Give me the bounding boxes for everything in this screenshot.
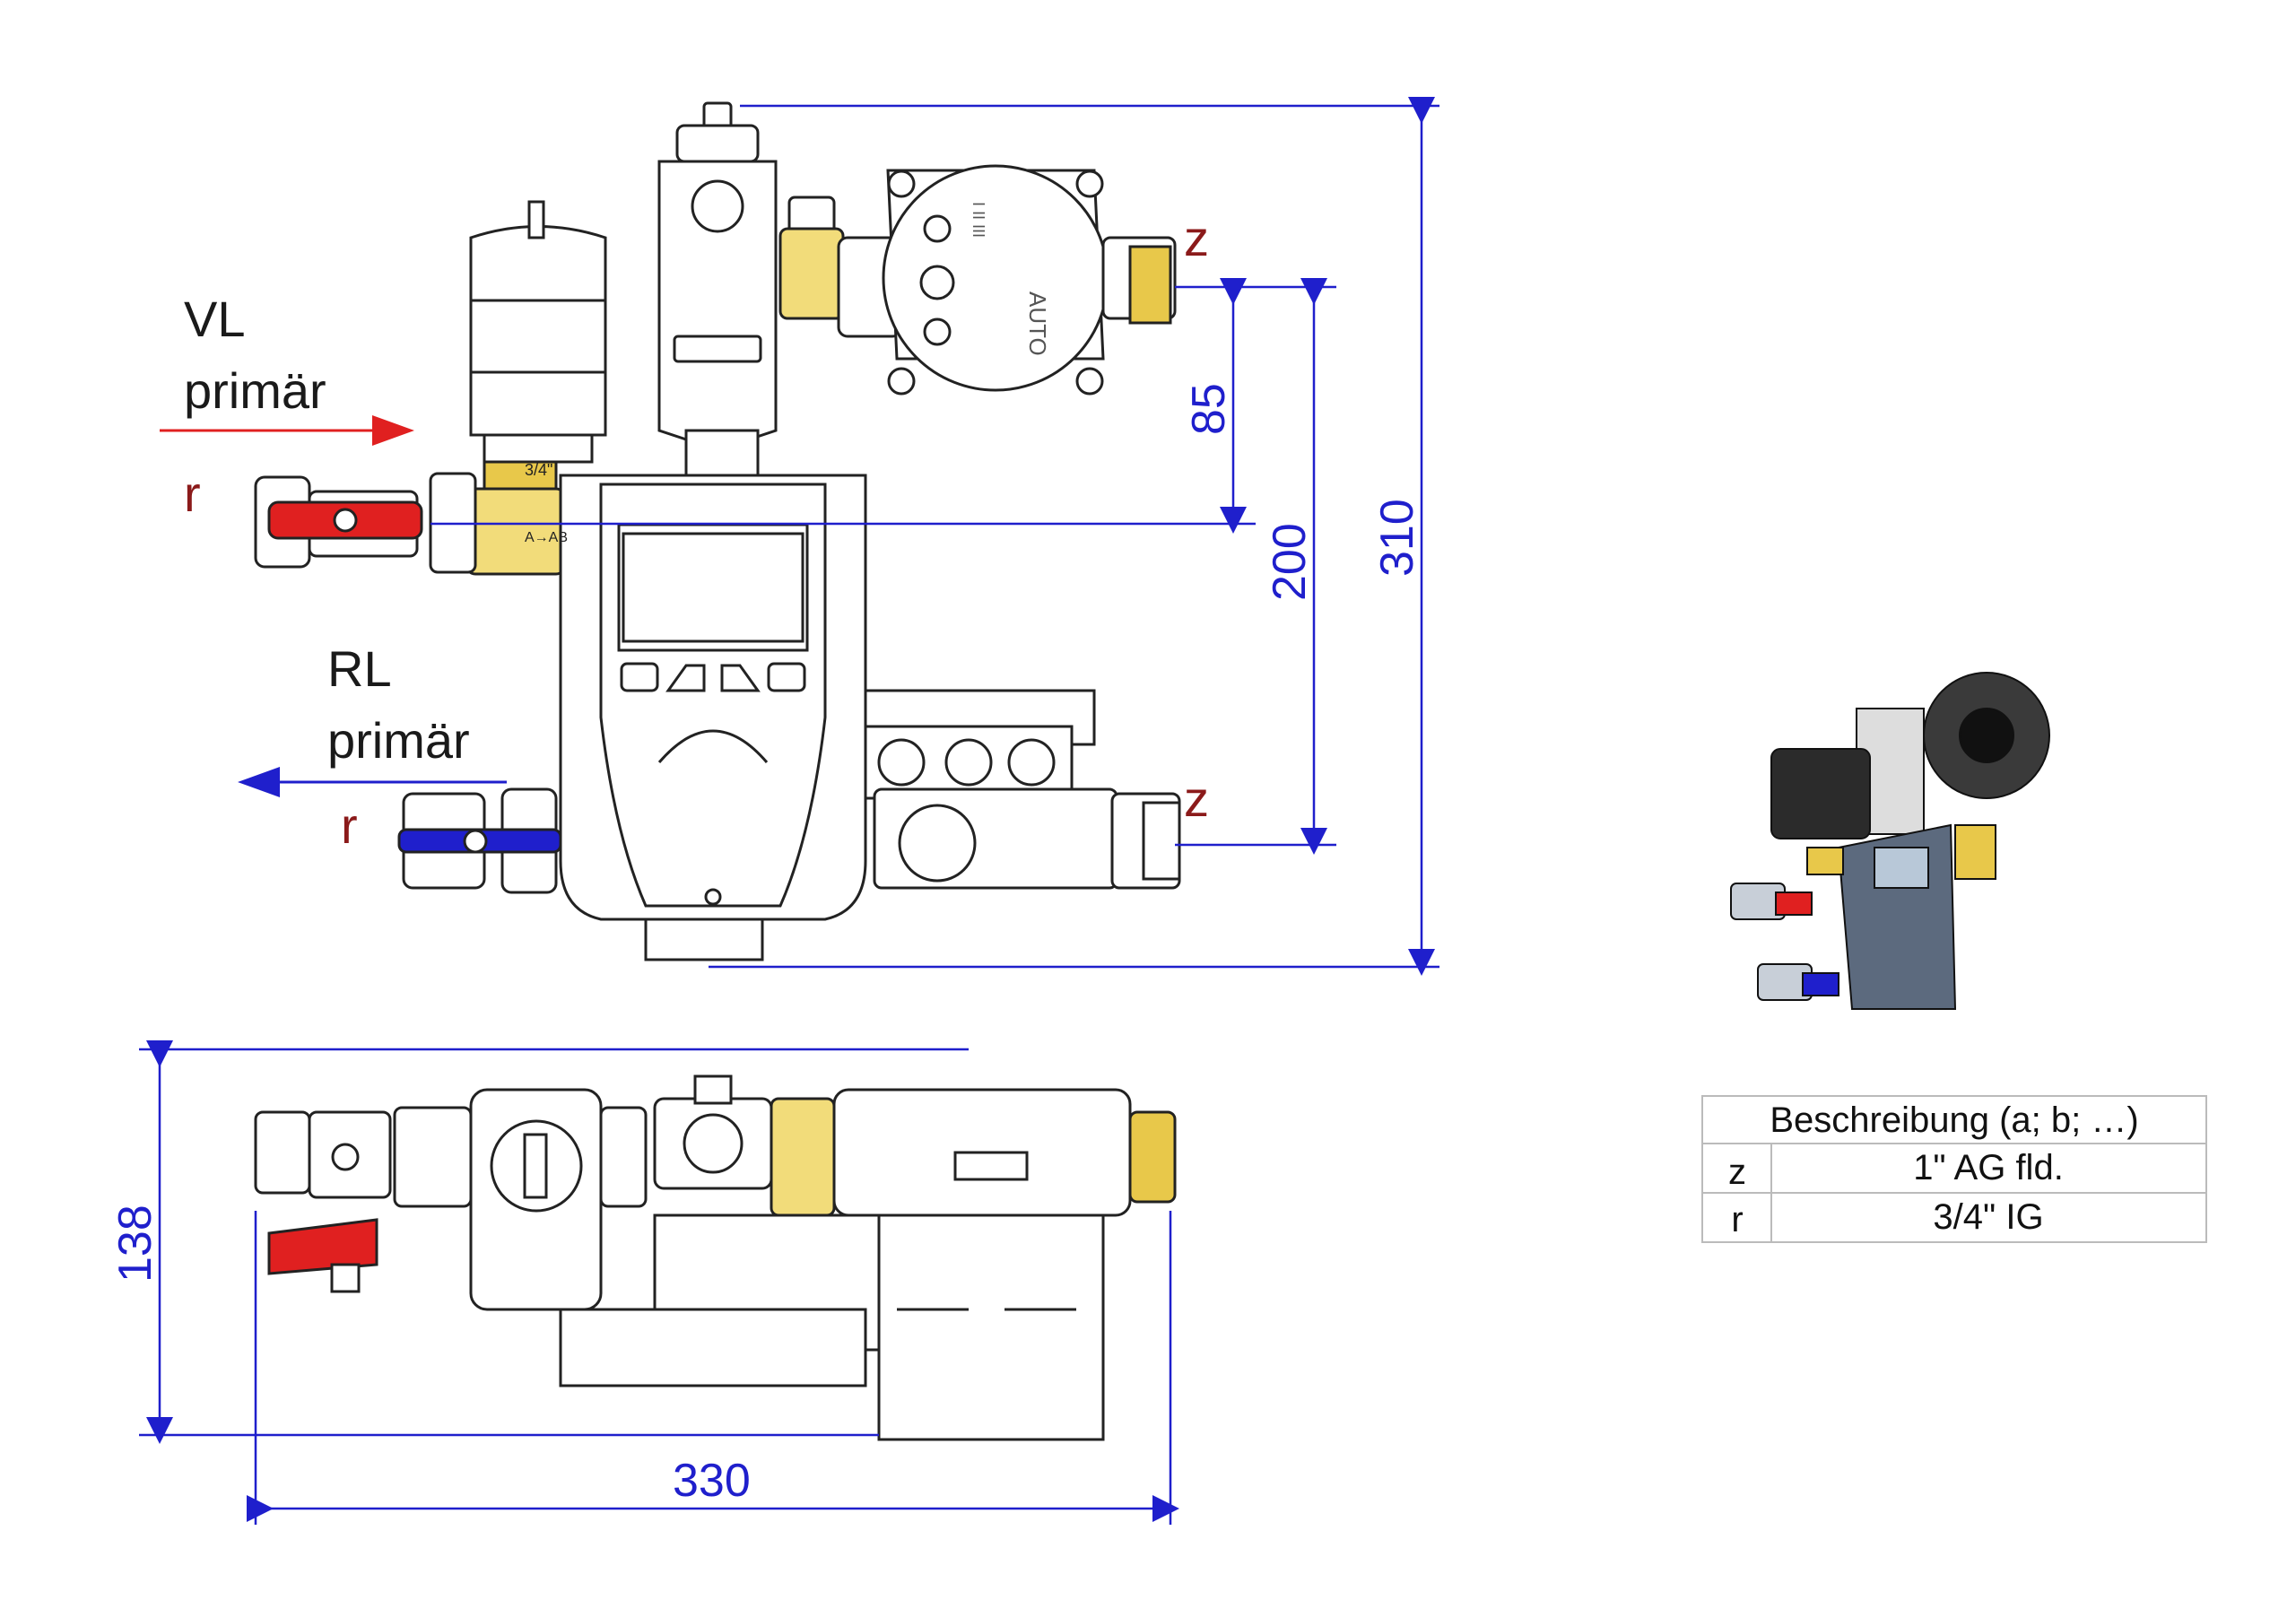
r-bottom-label: r bbox=[341, 797, 358, 854]
supply-arrow bbox=[372, 415, 414, 446]
controller-button-3 bbox=[720, 664, 761, 692]
vent-cap bbox=[675, 124, 760, 163]
mixing-valve-top bbox=[483, 460, 558, 491]
actuator-coupling bbox=[483, 433, 594, 464]
table-row-key: z bbox=[1728, 1152, 1746, 1192]
controller-base bbox=[644, 918, 764, 961]
dimension-330: 330 bbox=[673, 1455, 751, 1507]
pump-head bbox=[882, 164, 1109, 392]
top-controller-base bbox=[559, 1308, 867, 1387]
table-row-value: 3/4" IG bbox=[1933, 1197, 2043, 1237]
top-view bbox=[254, 1074, 1177, 1441]
fitting-size-label: 3/4" bbox=[525, 461, 552, 479]
rl-sub-label: primär bbox=[327, 712, 470, 769]
valve-slot bbox=[673, 335, 762, 363]
dimension-138: 138 bbox=[109, 1205, 161, 1283]
top-dimension-lines bbox=[139, 1040, 1179, 1525]
dimension-310: 310 bbox=[1371, 499, 1423, 577]
dimension-85: 85 bbox=[1183, 383, 1235, 435]
pump-union bbox=[778, 227, 845, 320]
table-row-key: r bbox=[1731, 1200, 1743, 1239]
iso-actuator bbox=[1770, 748, 1871, 839]
z-top-label: z bbox=[1184, 210, 1209, 266]
r-top-label: r bbox=[184, 465, 201, 522]
pump-thread bbox=[1128, 245, 1172, 325]
controller-button-1 bbox=[620, 662, 659, 692]
top-pump-arrow bbox=[953, 1151, 1029, 1181]
front-dimension-lines bbox=[430, 97, 1439, 976]
vl-label: VL bbox=[184, 291, 246, 347]
table-header: Beschreibung (a; b; …) bbox=[1770, 1100, 2138, 1140]
controller-button-4 bbox=[767, 662, 806, 692]
flow-arrows bbox=[160, 415, 507, 797]
iso-red-handle bbox=[1775, 891, 1813, 916]
actuator bbox=[469, 225, 607, 437]
controller-button-2 bbox=[665, 664, 706, 692]
pump-display-label: AUTO bbox=[1024, 291, 1051, 356]
iso-blue-handle bbox=[1802, 972, 1839, 996]
top-red-handle bbox=[267, 1218, 378, 1275]
rl-label: RL bbox=[327, 640, 392, 697]
top-ball-valve bbox=[254, 1110, 311, 1195]
isometric-view bbox=[1730, 672, 2050, 1010]
return-arrow bbox=[238, 767, 280, 797]
top-terminal-box bbox=[877, 1213, 1105, 1441]
dimension-200: 200 bbox=[1264, 523, 1316, 601]
table-row-value: 1" AG fld. bbox=[1913, 1148, 2064, 1187]
z-bottom-label: z bbox=[1184, 770, 1209, 827]
valve-marking-label: A→AB bbox=[525, 530, 568, 545]
controller-display bbox=[617, 523, 809, 652]
valve-stem bbox=[684, 429, 760, 477]
valve-dial bbox=[691, 179, 744, 233]
actuator-knob bbox=[527, 200, 545, 239]
front-view: AUTO I II III bbox=[254, 101, 1181, 961]
pump-speed-marks: I II III bbox=[970, 202, 987, 238]
vl-sub-label: primär bbox=[184, 362, 326, 419]
description-table bbox=[1701, 1095, 2207, 1243]
